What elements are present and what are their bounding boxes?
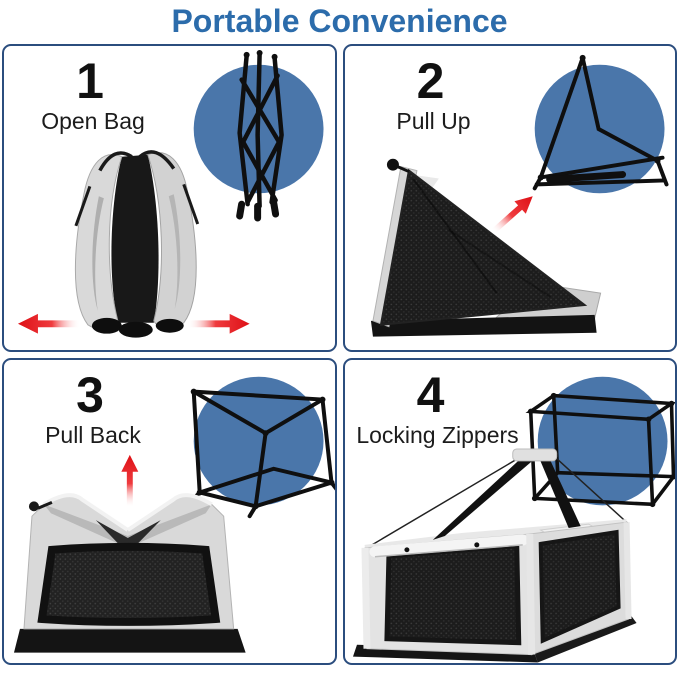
step-number: 4 [416,366,445,423]
spread-right-arrow [187,313,250,334]
step-panel-1: 1 Open Bag [2,44,337,352]
top-folded-frame-icon [187,388,335,518]
step-label: Locking Zippers [356,421,519,448]
step-panel-4: 4 Locking Zippers [342,357,677,665]
step-2-illustration [370,54,669,337]
step-number: 1 [76,53,104,109]
assembled-crate-with-straps [352,447,637,663]
folded-crate-standing [74,150,200,338]
folded-frame-icon [236,49,284,222]
triangle-half-open-crate [370,158,601,337]
step-number: 3 [76,366,104,423]
step-number: 2 [416,53,445,109]
step-label: Pull Up [396,108,471,134]
step-label: Open Bag [41,108,145,134]
spread-left-arrow [17,313,80,334]
step-label: Pull Back [45,421,141,448]
step-1-illustration [17,49,324,338]
up-right-arrow [487,190,538,238]
up-arrow [121,454,139,507]
half-raised-frame-icon [532,54,669,191]
step-3-illustration [13,376,335,653]
crate-with-folded-top [13,492,246,653]
step-panel-2: 2 Pull Up [342,44,677,352]
step-4-illustration [352,376,675,663]
step-panel-3: 3 Pull Back [2,357,337,665]
steps-grid: 1 Open Bag [0,42,679,669]
page-title: Portable Convenience [171,2,508,39]
